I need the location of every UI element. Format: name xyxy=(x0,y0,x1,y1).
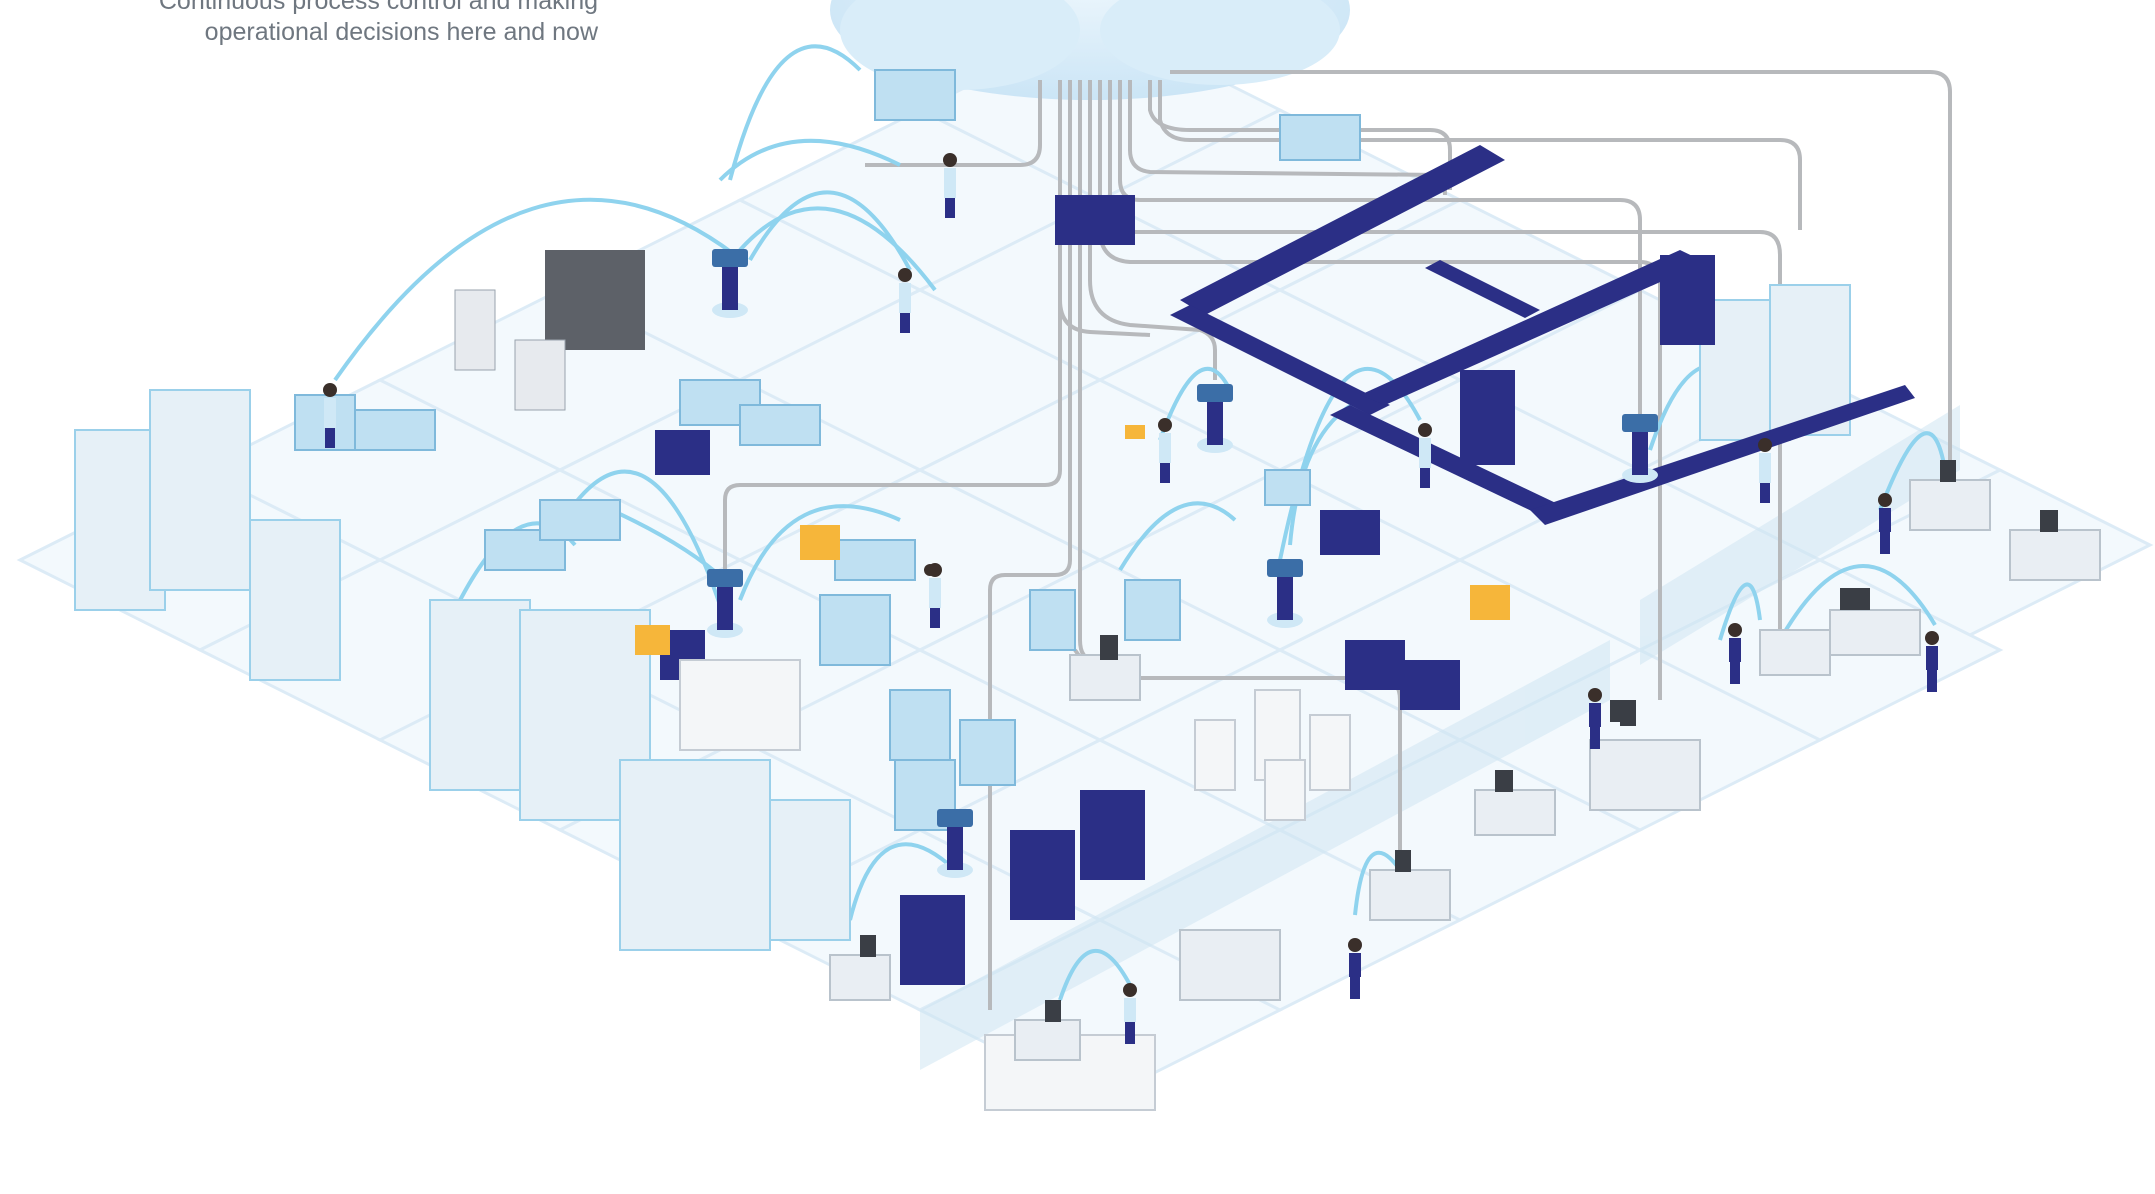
monitors xyxy=(860,460,2058,1022)
glass-partitions xyxy=(920,405,1960,1070)
lab-equipment xyxy=(679,659,1351,1111)
yellow-crates xyxy=(635,425,1510,655)
conveyor-icon xyxy=(1170,145,1915,525)
light-machines xyxy=(294,69,1361,831)
workstation-icon xyxy=(829,479,2101,1061)
caption-line-1: Continuous process control and making xyxy=(158,0,598,15)
cnc-machine-icon xyxy=(454,250,645,411)
storage-rack-icon xyxy=(74,284,1851,951)
person-icon xyxy=(323,153,1939,1044)
wifi-terminal-icon xyxy=(707,249,1658,878)
diagram-caption: Continuous process control and making op… xyxy=(60,0,598,48)
navy-machines xyxy=(655,195,1715,985)
caption-line-2: operational decisions here and now xyxy=(204,18,598,46)
wifi-arcs xyxy=(333,44,1947,1001)
cloud-icon xyxy=(830,0,1350,100)
